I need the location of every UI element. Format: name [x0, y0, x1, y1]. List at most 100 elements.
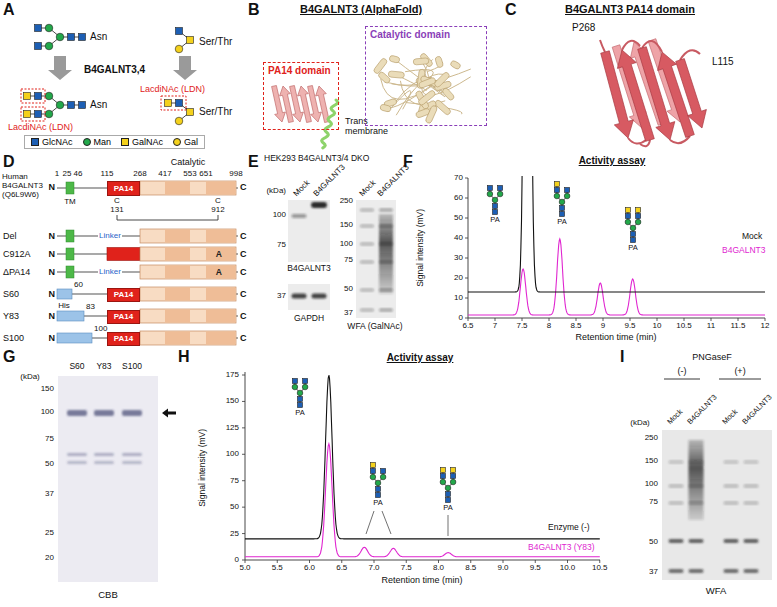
- tick-label: 75: [230, 476, 239, 485]
- tick-label: 70: [454, 173, 463, 182]
- tm-segment: [66, 266, 74, 278]
- plot-axes: [245, 372, 600, 560]
- catalytic-region: [140, 287, 236, 301]
- axis-tick: [242, 427, 245, 428]
- legend-text: Gal: [184, 137, 198, 147]
- lane-label: B4GALNT3: [686, 394, 719, 427]
- terminus-label: C: [240, 289, 247, 299]
- mw-marker: 37: [344, 308, 353, 317]
- blot-label: B4GALNT3: [287, 264, 330, 274]
- sugar-square: [560, 206, 565, 211]
- sugar-square: [560, 212, 565, 217]
- trace-label: Enzyme (-): [548, 523, 590, 533]
- panel-letter: I: [620, 348, 624, 366]
- sugar-square: [303, 379, 308, 384]
- axis-tick: [738, 318, 739, 321]
- linker-label: Linker: [98, 231, 122, 240]
- gel-band: [67, 453, 87, 456]
- blot-band: [292, 294, 307, 299]
- sugar-square: [451, 468, 456, 473]
- leader-line: [448, 515, 449, 536]
- blot-band: [689, 569, 704, 573]
- panel-title: HEK293 B4GALNT3/4 DKO: [264, 154, 369, 164]
- axis-tick: [309, 560, 310, 563]
- mw-marker: 37: [277, 291, 286, 300]
- glycan-tag: PA: [628, 244, 637, 253]
- sugar-circle: [559, 199, 565, 205]
- terminus-label: C: [240, 231, 247, 241]
- helix-ribbon: [418, 77, 436, 89]
- tick-label: 10.0: [560, 563, 576, 572]
- sugar-square: [636, 214, 641, 219]
- tick-label: 7.5: [401, 563, 412, 572]
- protein-name: Human B4GALNT3 (Q6L9W6): [2, 172, 46, 200]
- blot-band: [311, 202, 327, 208]
- helix-ribbon: [435, 56, 444, 68]
- chromatogram-trace: [245, 444, 600, 557]
- lane-label: Mock: [721, 408, 740, 427]
- ldn-box: [161, 96, 186, 110]
- blot-membrane: [662, 430, 772, 580]
- axis-tick: [465, 198, 468, 199]
- catalytic-segment: [165, 331, 190, 344]
- axis-tick: [684, 318, 685, 321]
- blot-band: [379, 309, 393, 312]
- sugar-square: [370, 469, 375, 474]
- residue-number: 998: [229, 169, 242, 178]
- annotation: Asn: [90, 31, 107, 43]
- helix-ribbon: [373, 57, 388, 74]
- sugar-square: [381, 469, 386, 474]
- tick-label: 5.0: [239, 563, 250, 572]
- helix-ribbon: [442, 87, 456, 101]
- axis-tick: [465, 318, 468, 319]
- trace-label: B4GALNT3: [722, 246, 765, 256]
- mw-marker: 37: [649, 567, 658, 576]
- tick-label: 6.0: [304, 563, 315, 572]
- gel-band: [94, 410, 114, 416]
- catalytic-segment: [206, 309, 236, 322]
- panel-letter: G: [3, 348, 15, 366]
- domain-outline: Catalytic domain: [365, 26, 487, 126]
- mw-marker: 100: [340, 239, 353, 248]
- pa14-box: PA14: [107, 332, 140, 346]
- plot-axes: [468, 178, 765, 318]
- residue-number: 100: [94, 324, 107, 333]
- glycan-tag: PA: [373, 499, 382, 508]
- axis-tick: [711, 318, 712, 321]
- gel-band: [67, 410, 87, 416]
- construct-name: Del: [3, 231, 17, 241]
- legend-item: GalNAc: [121, 137, 163, 147]
- legend-text: Man: [94, 137, 112, 147]
- legend-swatch: [31, 138, 39, 146]
- mw-marker: 25: [45, 528, 54, 537]
- tick-label: 175: [226, 370, 239, 379]
- group-label: (+): [734, 366, 745, 376]
- helix-ribbon: [433, 71, 450, 88]
- blot-band: [360, 209, 374, 212]
- panel-letter: E: [248, 153, 259, 171]
- chromatogram-trace: [468, 176, 765, 292]
- mw-marker: 75: [45, 434, 54, 443]
- residue-number: 83: [86, 302, 95, 311]
- node-text: A: [140, 266, 222, 278]
- sugar-circle: [302, 384, 308, 390]
- blot-band: [724, 502, 739, 505]
- mw-marker: 75: [344, 255, 353, 264]
- terminus-label: N: [49, 267, 56, 277]
- group-bracket: [664, 379, 700, 380]
- tick-label: 125: [226, 423, 239, 432]
- mw-marker: 75: [277, 240, 286, 249]
- residue-number: 46: [74, 169, 83, 178]
- stain-label: CBB: [98, 590, 118, 601]
- blot-band: [669, 539, 684, 543]
- catalytic-region: [140, 331, 236, 345]
- sugar-circle: [297, 390, 303, 396]
- helix-ribbon: [388, 71, 404, 78]
- axis-tick: [242, 533, 245, 534]
- tick-label: 8.0: [433, 563, 444, 572]
- blot-membrane: [288, 200, 330, 262]
- annotation: Ser/Thr: [199, 36, 232, 48]
- sugar-circle: [450, 479, 456, 485]
- axis-tick: [765, 318, 766, 321]
